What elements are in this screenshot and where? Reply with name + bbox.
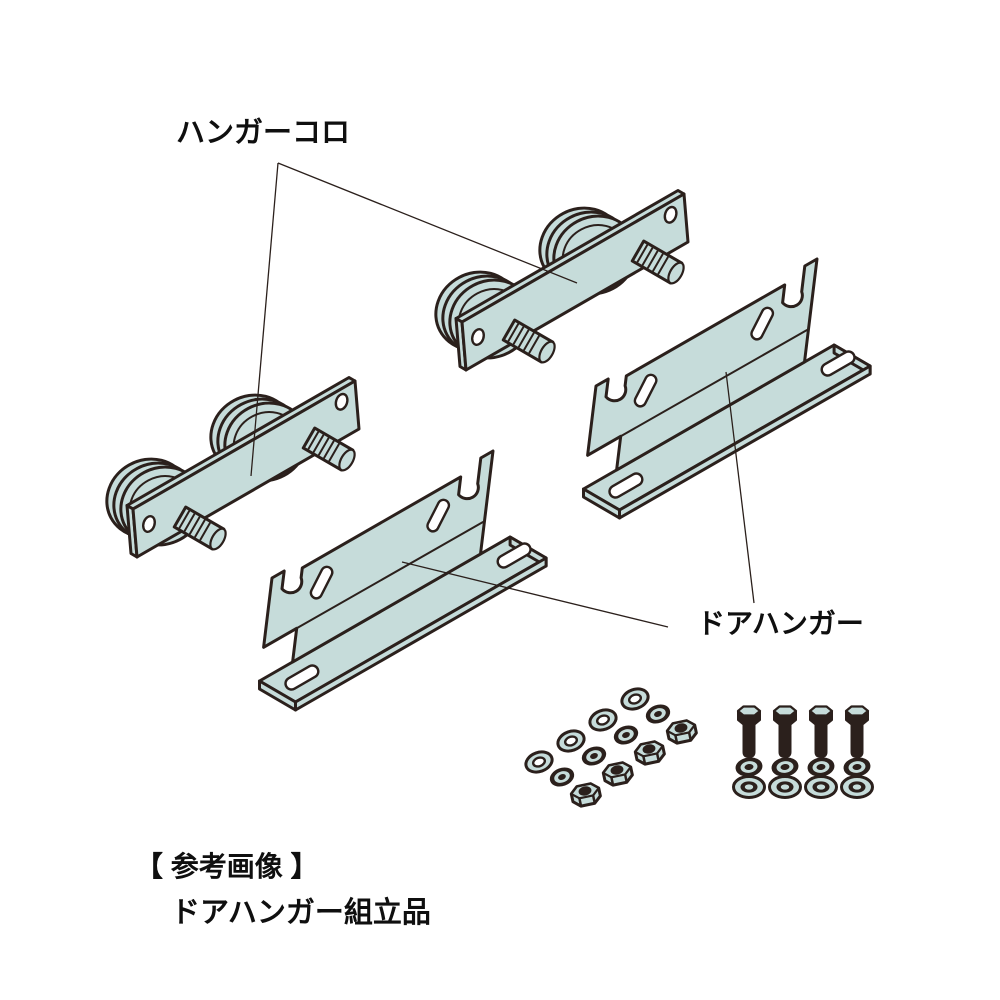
hanger-roller-label: ハンガーコロ	[176, 116, 350, 149]
leader-hanger-roller-top	[277, 162, 578, 284]
hanger-roller-left	[93, 378, 359, 560]
bolt-set-3	[804, 705, 838, 799]
bolt-set-1	[732, 705, 766, 799]
door-hanger-right	[582, 257, 872, 520]
leader-door-hanger-right	[725, 371, 755, 604]
leader-door-hanger-lower	[401, 561, 669, 628]
hanger-roller-top	[422, 191, 688, 373]
door-hanger-lower	[258, 449, 548, 712]
bolt-set-2	[768, 705, 802, 799]
door-hanger-label: ドアハンガー	[697, 608, 864, 639]
caption-reference-image: 【 参考画像 】	[135, 850, 319, 882]
leader-hanger-roller-left	[250, 162, 279, 477]
bolt-set-4	[840, 705, 874, 799]
caption-assembly-title: ドアハンガー組立品	[171, 895, 431, 929]
